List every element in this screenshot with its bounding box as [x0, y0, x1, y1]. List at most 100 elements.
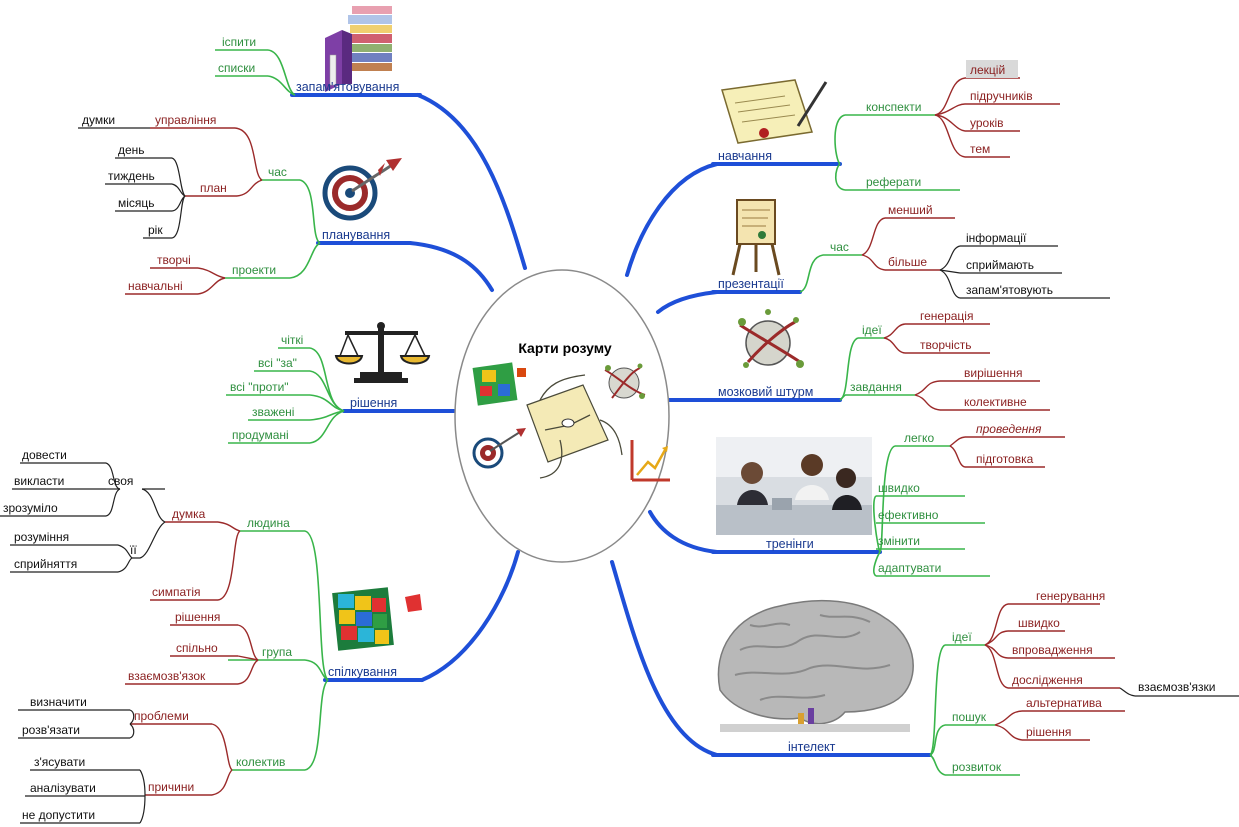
comm-own: своя	[108, 474, 133, 488]
trainings-item: швидко	[878, 481, 920, 495]
presentations-less: менший	[888, 203, 933, 217]
decision-item: чіткі	[281, 333, 303, 347]
own-item: довести	[22, 448, 67, 462]
intellect-idea-item: генерування	[1036, 589, 1105, 603]
team-causes: причини	[148, 780, 194, 794]
memory-item: списки	[218, 61, 255, 75]
planning-management: управління	[155, 113, 216, 127]
comm-group: група	[262, 645, 292, 659]
comm-team: колектив	[236, 755, 285, 769]
brain-image	[717, 599, 914, 732]
presentation-easel-icon	[731, 199, 781, 276]
easy-item: підготовка	[976, 452, 1034, 466]
center-puzzle-image	[472, 362, 526, 406]
team-problems: проблеми	[134, 709, 189, 723]
node-trainings: тренінги	[766, 537, 814, 551]
more-item: інформації	[966, 231, 1027, 245]
node-decision: рішення	[350, 396, 397, 410]
comm-her: її	[129, 543, 137, 557]
planning-plan: план	[200, 181, 227, 195]
trainings-item: змінити	[878, 534, 920, 548]
cause-item: не допустити	[22, 808, 95, 822]
node-intellect: інтелект	[788, 740, 836, 754]
intellect-development: розвиток	[952, 760, 1002, 774]
cause-item: аналізувати	[30, 781, 96, 795]
idea-item: генерація	[920, 309, 973, 323]
center-title: Карти розуму	[518, 340, 612, 356]
own-item: викласти	[14, 474, 64, 488]
her-item: розуміння	[14, 530, 69, 544]
puzzle-icon	[332, 587, 422, 651]
planning-thoughts: думки	[82, 113, 115, 127]
node-communication: спілкування	[328, 665, 397, 679]
center-brainstorm-image	[604, 363, 646, 399]
decision-item: всі "проти"	[230, 380, 289, 394]
scroll-icon	[721, 79, 828, 144]
project-item: творчі	[157, 253, 191, 267]
comm-opinion: думка	[172, 507, 206, 521]
task-item: вирішення	[964, 366, 1022, 380]
group-item: спільно	[176, 641, 218, 655]
trainings-easy: легко	[904, 431, 934, 445]
center-target-image	[472, 428, 526, 469]
intellect-idea-item: швидко	[1018, 616, 1060, 630]
trainings-item: ефективно	[878, 508, 939, 522]
highlight-box	[966, 60, 1018, 78]
brainstorm-icon	[738, 309, 804, 368]
notes-item: тем	[970, 142, 990, 156]
intellect-search: пошук	[952, 710, 987, 724]
branch-communication-main	[420, 550, 520, 682]
plan-item: рік	[148, 223, 163, 237]
learning-essays: реферати	[866, 175, 921, 189]
training-photo	[716, 437, 872, 535]
group-item: рішення	[175, 610, 220, 624]
task-item: колективне	[964, 395, 1027, 409]
easy-item: проведення	[976, 422, 1042, 436]
main-branches	[290, 93, 932, 757]
brainstorm-ideas: ідеї	[862, 323, 882, 337]
planning-projects: проекти	[232, 263, 276, 277]
brainstorm-tasks: завдання	[850, 380, 902, 394]
problem-item: визначити	[30, 695, 87, 709]
node-brainstorm: мозковий штурм	[718, 385, 813, 399]
memory-item: іспити	[222, 35, 256, 49]
intellect-links: взаємозв'язки	[1138, 680, 1215, 694]
learning-notes: конспекти	[866, 100, 921, 114]
books-icon	[325, 6, 392, 92]
plan-item: тиждень	[108, 169, 155, 183]
intellect-idea-item: дослідження	[1012, 673, 1083, 687]
trainings-item: адаптувати	[878, 561, 941, 575]
red-connectors	[125, 77, 1125, 796]
node-presentations: презентації	[718, 277, 784, 291]
group-item: взаємозв'язок	[128, 669, 206, 683]
green-connectors	[215, 49, 1020, 776]
branch-presentations-main	[656, 290, 719, 314]
decision-item: всі "за"	[258, 356, 297, 370]
decision-item: зважені	[252, 405, 294, 419]
intellect-ideas: ідеї	[952, 630, 972, 644]
cause-item: з'ясувати	[34, 755, 85, 769]
plan-item: місяць	[118, 196, 155, 210]
comm-person: людина	[247, 516, 290, 530]
idea-item: творчість	[920, 338, 972, 352]
comm-sympathy: симпатія	[152, 585, 201, 599]
own-item: зрозуміло	[3, 501, 58, 515]
branch-learning-main	[625, 162, 719, 277]
branch-planning-main	[408, 241, 494, 292]
her-item: сприйняття	[14, 557, 77, 571]
more-item: запам'ятовують	[966, 283, 1053, 297]
problem-item: розв'язати	[22, 723, 80, 737]
node-planning: планування	[322, 228, 390, 242]
plan-item: день	[118, 143, 145, 157]
project-item: навчальні	[128, 279, 183, 293]
intellect-idea-item: впровадження	[1012, 643, 1093, 657]
more-item: сприймають	[966, 258, 1034, 272]
decision-item: продумані	[232, 428, 289, 442]
branch-trainings-main	[648, 510, 719, 554]
search-item: альтернатива	[1026, 696, 1102, 710]
center-node: Карти розуму	[454, 269, 670, 563]
presentations-time: час	[830, 240, 849, 254]
planning-time: час	[268, 165, 287, 179]
branch-memory-main	[416, 93, 527, 270]
